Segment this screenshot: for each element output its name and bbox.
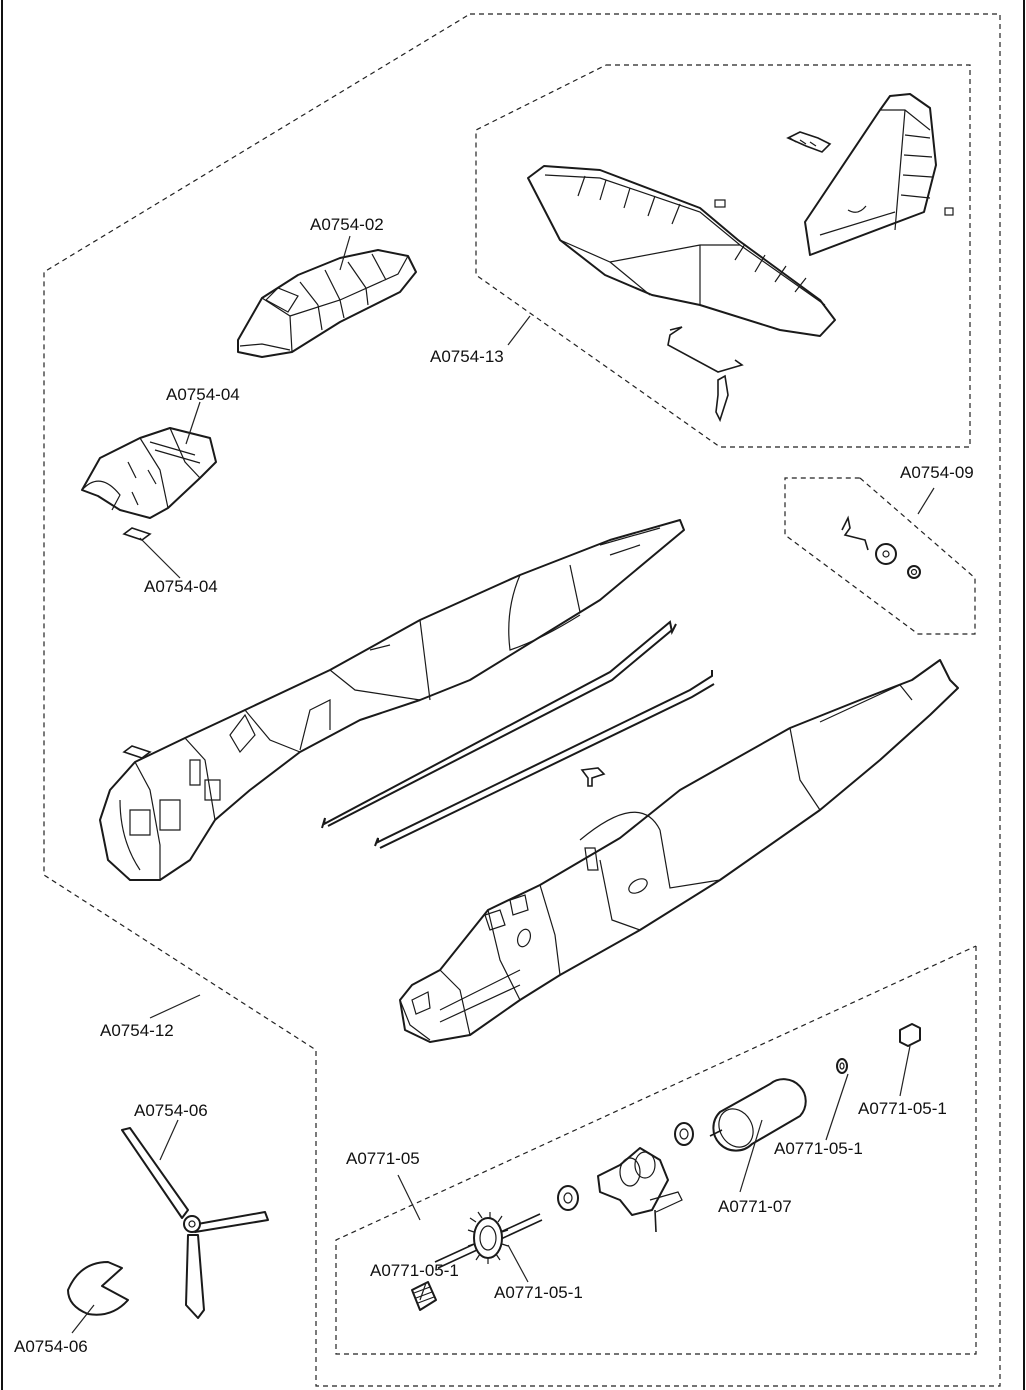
tail-wire-part: [667, 326, 744, 423]
tailwheel-bracket-part: [786, 131, 832, 153]
left-fuselage-half-part: [99, 519, 685, 881]
horizontal-stabilizer-part: [527, 165, 836, 337]
propeller-part: [121, 1127, 269, 1319]
washer-label: A0771-05-1: [774, 1139, 863, 1158]
main-gear-shaft-part: [434, 1211, 543, 1269]
fuselage-group-boundary: [43, 13, 1001, 1387]
part-labels: A0754-02 A0754-13 A0754-04 A0754-04 A075…: [14, 215, 974, 1356]
cowl-label: A0754-04: [166, 385, 240, 404]
gearbox-mount-part: [597, 1147, 683, 1233]
fuselage-group-label: A0754-12: [100, 1021, 174, 1040]
bearing-part: [557, 1122, 694, 1211]
spinner-part: [67, 1261, 129, 1316]
power-group-boundary: [335, 945, 977, 1355]
right-fuselage-half-part: [399, 659, 959, 1043]
pushrod-group-boundary: [784, 477, 976, 635]
vertical-fin-part: [804, 93, 954, 256]
cowl-tab-part: [122, 527, 152, 541]
canopy-label: A0754-02: [310, 215, 384, 234]
washer-part: [836, 1058, 848, 1074]
cowl-piece-label: A0754-04: [144, 577, 218, 596]
tail-group-boundary: [475, 64, 971, 448]
motor-part: [709, 1078, 807, 1152]
pinion-label: A0771-05-1: [370, 1261, 459, 1280]
leader-lines: [71, 235, 935, 1334]
pinion-gear-part: [411, 1281, 437, 1311]
power-group-label: A0771-05: [346, 1149, 420, 1168]
pushrod-hardware-part: [841, 515, 921, 579]
cowl-part: [81, 427, 217, 519]
pushrod-wire-part: [321, 620, 715, 849]
motor-mount-screw-label: A0771-05-1: [858, 1099, 947, 1118]
tail-group-label: A0754-13: [430, 347, 504, 366]
main-gear-label: A0771-05-1: [494, 1283, 583, 1302]
canopy-part: [237, 249, 417, 358]
hatch-latch-part: [580, 767, 606, 787]
motor-mount-screw-part: [899, 1023, 921, 1047]
propeller-label: A0754-06: [134, 1101, 208, 1120]
motor-label: A0771-07: [718, 1197, 792, 1216]
pushrod-group-label: A0754-09: [900, 463, 974, 482]
spinner-label: A0754-06: [14, 1337, 88, 1356]
